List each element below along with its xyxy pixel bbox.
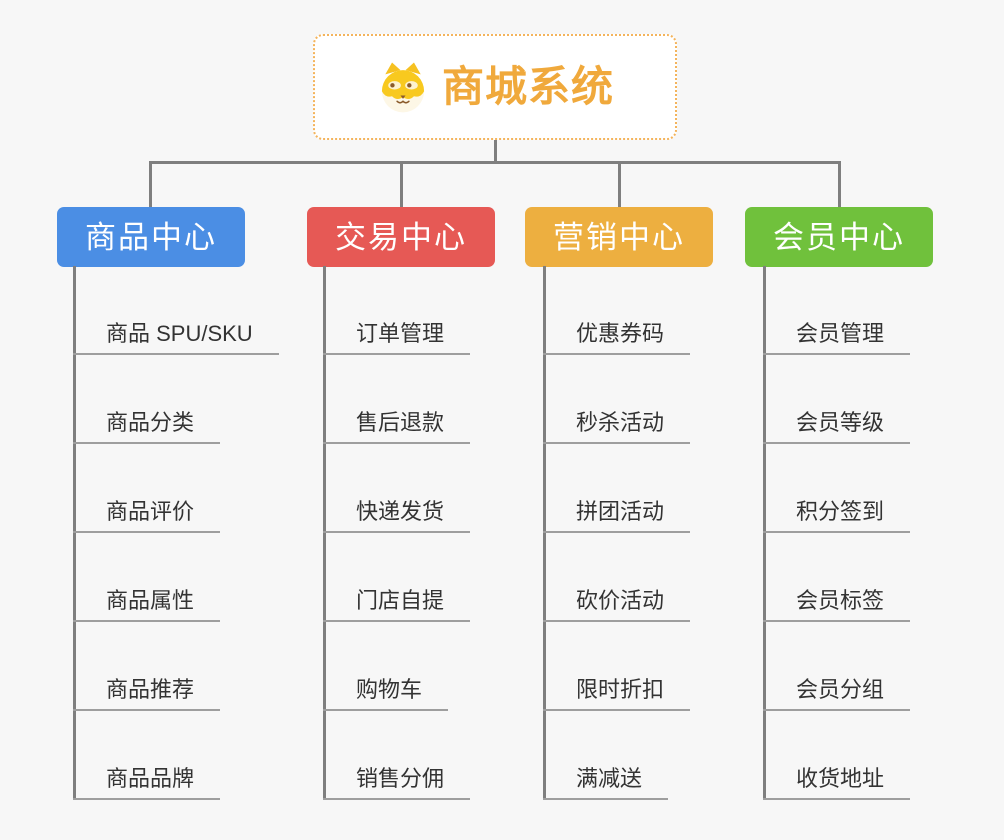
- branch-node[interactable]: 交易中心: [307, 207, 495, 267]
- subtopic-node[interactable]: 秒杀活动: [543, 412, 691, 444]
- subtopic-node[interactable]: 会员分组: [763, 679, 911, 711]
- subtopic-row: 满减送: [543, 711, 690, 800]
- subtopic-node[interactable]: 订单管理: [323, 323, 471, 355]
- branch-node[interactable]: 会员中心: [745, 207, 933, 267]
- subtopic-node[interactable]: 优惠券码: [543, 323, 691, 355]
- subtopic-node[interactable]: 会员等级: [763, 412, 911, 444]
- subtopic-row: 砍价活动: [543, 533, 691, 622]
- branch-node[interactable]: 商品中心: [57, 207, 245, 267]
- connector-branch-drop: [149, 162, 152, 208]
- subtopic-node[interactable]: 积分签到: [763, 501, 911, 533]
- subtopic-node[interactable]: 商品 SPU/SKU: [73, 323, 279, 355]
- subtopic-node[interactable]: 满减送: [543, 768, 669, 800]
- branch-label: 交易中心: [335, 219, 467, 255]
- subtopic-row: 销售分佣: [323, 711, 471, 800]
- subtopic-node[interactable]: 商品分类: [73, 412, 221, 444]
- subtopic-row: 商品分类: [73, 355, 279, 444]
- subtopic-node[interactable]: 拼团活动: [543, 501, 691, 533]
- subtopic-row: 商品 SPU/SKU: [73, 266, 279, 355]
- subtopic-node[interactable]: 商品推荐: [73, 679, 221, 711]
- connector-branch-drop: [618, 162, 621, 208]
- branch-label: 会员中心: [773, 219, 905, 255]
- subtopic-row: 快递发货: [323, 444, 471, 533]
- branch-column: 订单管理售后退款快递发货门店自提购物车销售分佣: [323, 266, 471, 800]
- dog-face-icon: [376, 60, 430, 114]
- subtopic-row: 限时折扣: [543, 622, 691, 711]
- subtopic-row: 商品推荐: [73, 622, 279, 711]
- subtopic-node[interactable]: 商品属性: [73, 590, 221, 622]
- subtopic-node[interactable]: 会员标签: [763, 590, 911, 622]
- branch-column: 优惠券码秒杀活动拼团活动砍价活动限时折扣满减送: [543, 266, 691, 800]
- connector-branch-drop: [838, 162, 841, 208]
- subtopic-node[interactable]: 会员管理: [763, 323, 911, 355]
- branch-node[interactable]: 营销中心: [525, 207, 713, 267]
- subtopic-node[interactable]: 门店自提: [323, 590, 471, 622]
- subtopic-row: 秒杀活动: [543, 355, 691, 444]
- subtopic-row: 售后退款: [323, 355, 471, 444]
- subtopic-row: 门店自提: [323, 533, 471, 622]
- connector-bus: [149, 161, 841, 164]
- subtopic-node[interactable]: 限时折扣: [543, 679, 691, 711]
- branch-label: 商品中心: [85, 219, 217, 255]
- subtopic-node[interactable]: 收货地址: [763, 768, 911, 800]
- root-node[interactable]: 商城系统: [313, 34, 677, 140]
- subtopic-node[interactable]: 售后退款: [323, 412, 471, 444]
- subtopic-row: 会员标签: [763, 533, 911, 622]
- subtopic-row: 商品评价: [73, 444, 279, 533]
- subtopic-row: 商品属性: [73, 533, 279, 622]
- subtopic-row: 订单管理: [323, 266, 471, 355]
- root-title: 商城系统: [441, 63, 614, 110]
- subtopic-node[interactable]: 快递发货: [323, 501, 471, 533]
- subtopic-row: 会员等级: [763, 355, 911, 444]
- connector-root-drop: [494, 138, 497, 163]
- subtopic-row: 优惠券码: [543, 266, 691, 355]
- subtopic-row: 收货地址: [763, 711, 911, 800]
- subtopic-row: 积分签到: [763, 444, 911, 533]
- subtopic-node[interactable]: 购物车: [323, 679, 449, 711]
- subtopic-row: 拼团活动: [543, 444, 691, 533]
- subtopic-node[interactable]: 销售分佣: [323, 768, 471, 800]
- subtopic-node[interactable]: 商品品牌: [73, 768, 221, 800]
- subtopic-row: 购物车: [323, 622, 470, 711]
- subtopic-row: 商品品牌: [73, 711, 279, 800]
- subtopic-node[interactable]: 商品评价: [73, 501, 221, 533]
- subtopic-node[interactable]: 砍价活动: [543, 590, 691, 622]
- branch-column: 会员管理会员等级积分签到会员标签会员分组收货地址: [763, 266, 911, 800]
- connector-branch-drop: [400, 162, 403, 208]
- subtopic-row: 会员分组: [763, 622, 911, 711]
- branch-label: 营销中心: [553, 219, 685, 255]
- subtopic-row: 会员管理: [763, 266, 911, 355]
- branch-column: 商品 SPU/SKU 商品分类商品评价商品属性商品推荐商品品牌: [73, 266, 279, 800]
